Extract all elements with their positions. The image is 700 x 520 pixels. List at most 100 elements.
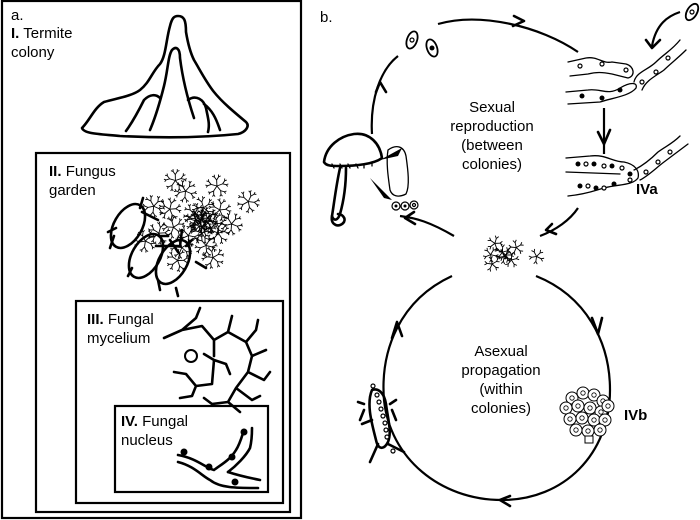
hypha-branch xyxy=(515,247,521,252)
hypha-branch xyxy=(201,232,206,239)
level-numeral: I. xyxy=(11,25,20,42)
hypha-branch xyxy=(145,240,151,245)
hypha-branch xyxy=(531,250,535,253)
hypha-branch xyxy=(164,226,168,230)
level-title-line2: mycelium xyxy=(87,330,151,347)
hypha-branch xyxy=(214,217,217,225)
hypha-branch xyxy=(176,252,180,256)
hypha-branch xyxy=(506,259,508,263)
hypha-branch xyxy=(511,258,517,261)
hypha-branch xyxy=(490,250,494,255)
fungus-garden-icon xyxy=(133,169,260,273)
hypha-branch xyxy=(489,259,492,263)
hypha-branch xyxy=(182,235,189,239)
conidium xyxy=(563,412,577,426)
conidium xyxy=(581,424,595,438)
hypha-branch xyxy=(207,227,212,230)
hypha-branch xyxy=(164,232,169,236)
hypha-branch xyxy=(208,234,211,237)
hypha-branch xyxy=(219,218,222,221)
hypha-branch xyxy=(220,227,224,230)
hypha-branch xyxy=(170,232,173,237)
hypha-branch xyxy=(183,257,187,261)
hypha-branch xyxy=(177,182,180,185)
hypha-branch xyxy=(213,209,216,212)
hypha-branch xyxy=(507,259,512,265)
hypha-branch xyxy=(183,225,186,228)
hypha-branch xyxy=(151,226,155,231)
hypha-branch xyxy=(223,228,227,232)
hypha-branch xyxy=(240,196,244,198)
hypha-branch xyxy=(533,261,537,264)
hypha-branch xyxy=(144,240,146,248)
hypha-branch xyxy=(500,244,504,248)
hypha-branch xyxy=(157,200,162,203)
stage-label-IVb: IVb xyxy=(624,407,648,424)
sexual-cycle-caption: Sexual reproduction (between colonies) xyxy=(432,98,552,174)
hypha-branch xyxy=(208,238,213,241)
hypha-branch xyxy=(513,252,516,256)
hypha-branch xyxy=(211,245,216,248)
conidium-nucleus xyxy=(573,427,579,433)
hypha-branch xyxy=(144,207,149,211)
hypha-branch xyxy=(177,188,180,192)
hypha-branch xyxy=(205,245,212,248)
hypha-branch xyxy=(158,242,161,245)
hypha-branch xyxy=(539,249,542,253)
hypha-branch xyxy=(205,245,207,252)
hypha-branch xyxy=(162,216,165,219)
arrowhead-right xyxy=(590,316,604,336)
conidium-nucleus xyxy=(591,392,597,398)
hypha-branch xyxy=(217,261,222,263)
hypha-branch xyxy=(206,251,210,255)
hypha-branch xyxy=(195,216,201,221)
hypha-branch xyxy=(174,194,178,197)
hypha-branch xyxy=(170,200,175,204)
hypha-branch xyxy=(219,249,223,252)
hypha-branch xyxy=(215,221,218,224)
hypha-branch xyxy=(505,263,509,266)
hypha-branch xyxy=(198,199,203,203)
conidium xyxy=(587,388,601,402)
conidium xyxy=(601,399,615,413)
hypha-branch xyxy=(160,224,164,228)
hypha-branch xyxy=(513,263,518,266)
hypha-branch xyxy=(171,217,174,222)
hypha-branch xyxy=(145,197,148,200)
hypha-branch xyxy=(186,208,191,211)
hypha-branch xyxy=(189,221,192,224)
hypha-branch xyxy=(176,269,180,272)
hypha-branch xyxy=(164,230,169,234)
caption-line: colonies) xyxy=(461,156,523,173)
hypha-branch xyxy=(243,197,249,202)
hypha-branch xyxy=(495,267,497,271)
hypha-branch xyxy=(216,229,219,234)
hypha-branch xyxy=(529,256,532,260)
hypha-branch xyxy=(171,214,176,218)
termite-group-icon xyxy=(106,196,208,298)
hypha-branch xyxy=(164,208,171,214)
hypha-branch xyxy=(177,254,180,261)
hypha-branch xyxy=(219,200,222,205)
sexual-cycle-ring xyxy=(370,10,681,238)
hypha-branch xyxy=(216,183,223,187)
hypha-branch xyxy=(520,241,523,246)
hypha-branch xyxy=(147,205,154,208)
hypha-branch xyxy=(490,243,496,247)
hypha-branch xyxy=(226,232,229,234)
hypha-branch xyxy=(219,209,223,216)
hypha-branch xyxy=(178,234,180,237)
hypha-branch xyxy=(185,215,190,218)
hypha-branch xyxy=(221,222,225,226)
hypha-branch xyxy=(169,267,173,270)
hypha-branch xyxy=(184,179,187,182)
hypha-branch xyxy=(256,204,259,208)
hypha-branch xyxy=(194,234,198,238)
hypha-branch xyxy=(196,246,201,249)
hypha-branch xyxy=(189,216,192,219)
hypha-branch xyxy=(164,224,168,228)
hypha-branch xyxy=(168,185,173,188)
hypha-branch xyxy=(193,227,197,232)
hypha-branch xyxy=(164,205,171,210)
hypha-branch xyxy=(158,204,162,207)
